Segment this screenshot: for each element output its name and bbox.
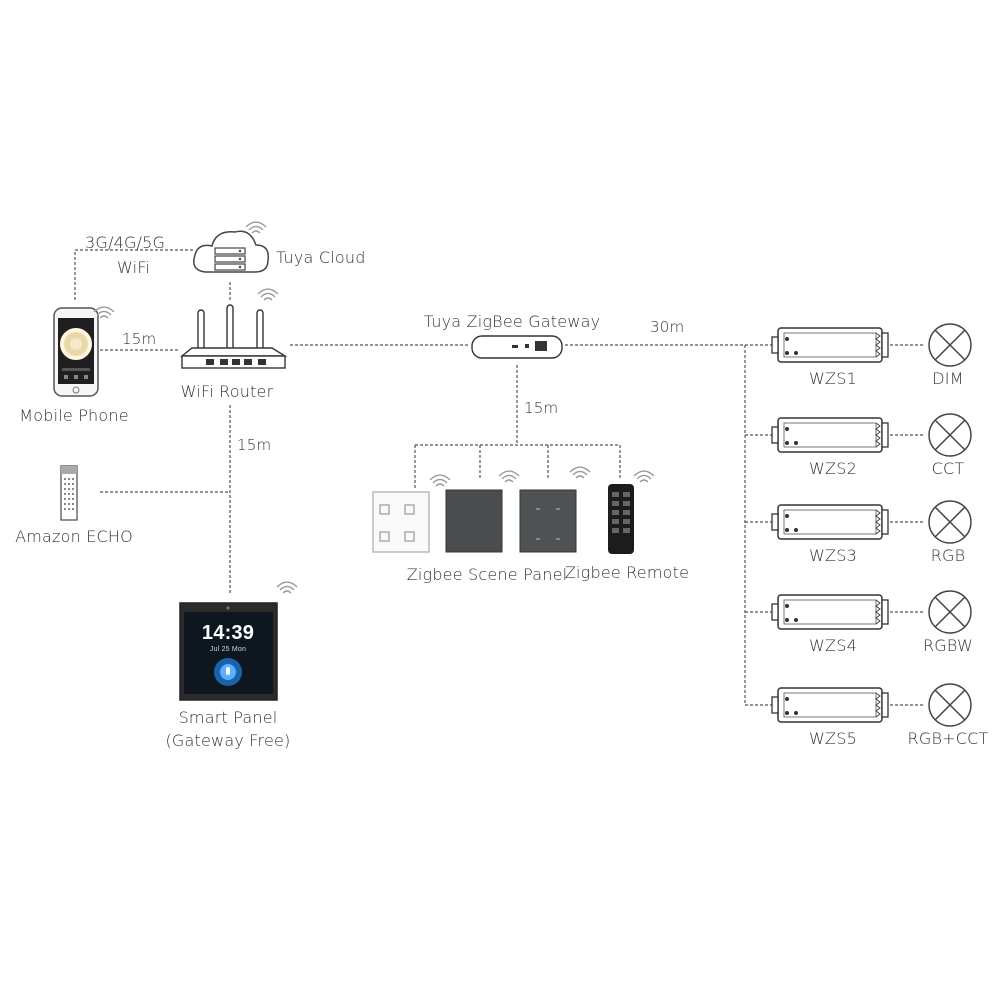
gateway-label: Tuya ZigBee Gateway — [423, 312, 601, 331]
controller-4-name: WZS4 — [809, 636, 857, 655]
wifi-link-label: WiFi — [117, 258, 151, 277]
lamp-2-icon — [928, 413, 972, 457]
gateway-devices-distance: 15m — [524, 399, 559, 417]
zigbee-gateway-icon — [471, 335, 563, 359]
lamp-4-icon — [928, 590, 972, 634]
wifi-router-label: WiFi Router — [180, 382, 274, 401]
controller-2-icon — [771, 417, 889, 453]
controller-5-name: WZS5 — [809, 729, 857, 748]
controller-4-icon — [771, 594, 889, 630]
controller-5-load: RGB+CCT — [907, 729, 989, 748]
scene-panel-grey-icon — [445, 470, 520, 553]
controller-4-load: RGBW — [922, 636, 974, 655]
controller-3-icon — [771, 504, 889, 540]
controller-3-load: RGB — [930, 546, 966, 565]
cloud-label: Tuya Cloud — [276, 248, 366, 267]
smart-panel-icon — [179, 581, 298, 701]
mobile-phone-label: Mobile Phone — [19, 406, 129, 425]
amazon-echo-icon — [60, 465, 78, 521]
scene-panel-grey-4key-icon — [519, 466, 591, 553]
wifi-router-icon — [180, 288, 288, 369]
smart-panel-label: Smart Panel — [178, 708, 278, 727]
controller-1-icon — [771, 327, 889, 363]
remote-label: Zigbee Remote — [564, 563, 690, 582]
cloud-icon — [193, 221, 269, 273]
connection-lines — [74, 249, 925, 706]
lamp-1-icon — [928, 323, 972, 367]
gateway-controllers-distance: 30m — [650, 318, 685, 336]
amazon-echo-label: Amazon ECHO — [15, 527, 133, 546]
lamp-3-icon — [928, 500, 972, 544]
controller-1-name: WZS1 — [809, 369, 857, 388]
controller-2-name: WZS2 — [809, 459, 857, 478]
lamp-5-icon — [928, 683, 972, 727]
router-panel-distance: 15m — [237, 436, 272, 454]
controller-2-load: CCT — [931, 459, 965, 478]
smart-panel-sublabel: (Gateway Free) — [165, 731, 291, 750]
panel-time: 14:39 — [201, 622, 255, 644]
controller-5-icon — [771, 687, 889, 723]
scene-panel-label: Zigbee Scene Panel — [406, 565, 568, 584]
zigbee-remote-icon — [608, 470, 655, 554]
mobile-phone-icon — [53, 306, 115, 397]
panel-date: Jul 25 Mon — [209, 646, 247, 653]
controller-1-load: DIM — [932, 369, 964, 388]
controller-3-name: WZS3 — [809, 546, 857, 565]
controllers-group — [771, 323, 972, 727]
scene-panel-white-icon — [372, 474, 451, 553]
phone-router-distance: 15m — [122, 330, 157, 348]
mobile-link-label: 3G/4G/5G — [85, 233, 166, 252]
